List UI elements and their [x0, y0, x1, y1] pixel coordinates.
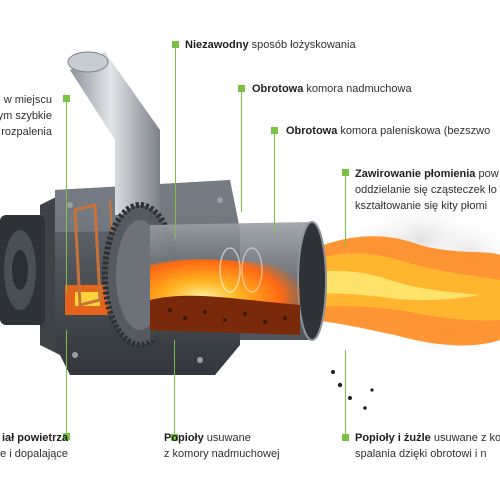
label-bearing: Niezawodny sposób łożyskowania	[185, 37, 356, 53]
label-bearing-bold: Niezawodny	[185, 39, 249, 51]
blower-housing	[0, 190, 70, 360]
label-ash-slag-rest: usuwane z ko	[430, 432, 500, 444]
label-blower-chamber-bold: Obrotowa	[252, 83, 304, 95]
label-swirl-rest: pow	[475, 168, 499, 180]
label-ash-blower-bold: Popioły	[164, 432, 204, 444]
combustion-tube	[150, 221, 327, 341]
flame-plume	[300, 236, 500, 346]
label-top-left-line1: w miejscu	[3, 94, 52, 106]
label-air-split: iał powietrza e i dopalające	[0, 430, 68, 462]
label-top-left-line2: ym szybkie	[0, 110, 52, 122]
label-ash-slag: Popioły i żużle usuwane z ko spalania dz…	[355, 430, 500, 462]
label-furnace-chamber: Obrotowa komora paleniskowa (bezszwo	[286, 123, 490, 139]
label-furnace-chamber-bold: Obrotowa	[286, 125, 338, 137]
ash-particles	[331, 370, 374, 410]
label-top-left: w miejscu ym szybkie rozpalenia	[0, 92, 52, 140]
label-ash-blower-line2: z komory nadmuchowej	[164, 448, 280, 460]
label-ash-slag-bold: Popioły i żużle	[355, 432, 431, 444]
label-furnace-chamber-rest: komora paleniskowa (bezszwo	[337, 125, 491, 137]
label-swirl-line3: kształtowanie się kity płomi	[355, 200, 488, 212]
label-air-split-line2: e i dopalające	[0, 448, 68, 460]
label-swirl: Zawirowanie płomienia pow oddzielanie si…	[355, 166, 499, 214]
label-swirl-line2: oddzielanie się cząsteczek lo	[355, 184, 497, 196]
label-bearing-rest: sposób łożyskowania	[248, 39, 356, 51]
label-blower-chamber-rest: komora nadmuchowa	[303, 83, 412, 95]
label-top-left-line3: rozpalenia	[1, 126, 52, 138]
label-ash-slag-line2: spalania dzięki obrotowi i n	[355, 448, 487, 460]
feed-pipe	[67, 51, 160, 215]
label-swirl-bold: Zawirowanie płomienia	[355, 168, 476, 180]
label-ash-blower-rest: usuwane	[203, 432, 251, 444]
label-blower-chamber: Obrotowa komora nadmuchowa	[252, 81, 412, 97]
label-ash-blower: Popioły usuwane z komory nadmuchowej	[164, 430, 280, 462]
label-air-split-bold: iał powietrza	[1, 432, 68, 444]
